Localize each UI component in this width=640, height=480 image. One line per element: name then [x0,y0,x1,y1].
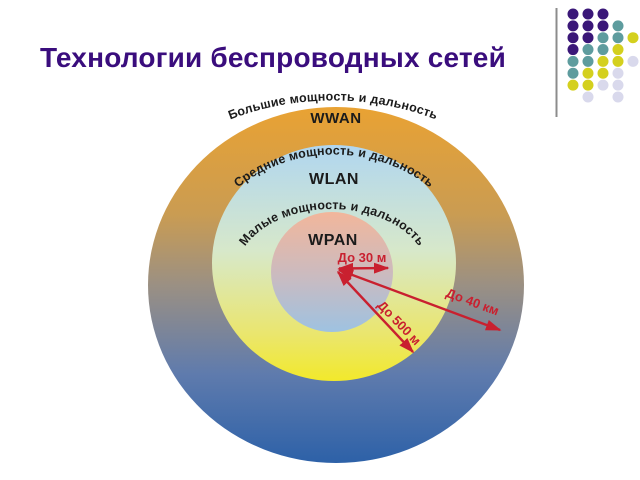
deco-dot [567,32,579,44]
deco-dot [582,32,594,44]
deco-dot [597,8,609,20]
deco-dot [597,67,609,79]
slide-title: Технологии беспроводных сетей [40,42,506,73]
deco-dot [612,79,624,91]
deco-dot [582,20,594,32]
wwan-label: WWAN [310,110,361,127]
deco-dot [597,32,609,44]
deco-dot [597,20,609,32]
wpan-label: WPAN [308,232,358,249]
deco-dot [567,55,579,67]
deco-dot [612,55,624,67]
deco-dot [582,91,594,103]
deco-dot [597,79,609,91]
range-arrow-40km [337,268,502,332]
deco-dot-grid [567,8,639,103]
deco-dot [582,79,594,91]
deco-dot [567,67,579,79]
deco-dot [567,44,579,56]
deco-dot [567,20,579,32]
deco-dot [582,55,594,67]
wlan-label: WLAN [309,171,359,188]
deco-dot [612,91,624,103]
deco-dot [582,44,594,56]
deco-dot [597,55,609,67]
deco-dot [612,32,624,44]
deco-dot [567,79,579,91]
deco-dot [597,44,609,56]
deco-dot [582,67,594,79]
range-arrow-30m [337,262,390,274]
deco-dot [582,8,594,20]
deco-dot [567,8,579,20]
deco-dot [612,20,624,32]
wpan-ring [271,212,393,332]
range-label-30m: До 30 м [338,250,387,265]
deco-dot [612,67,624,79]
deco-dot [627,32,639,44]
deco-dot [627,55,639,67]
deco-dot [612,44,624,56]
